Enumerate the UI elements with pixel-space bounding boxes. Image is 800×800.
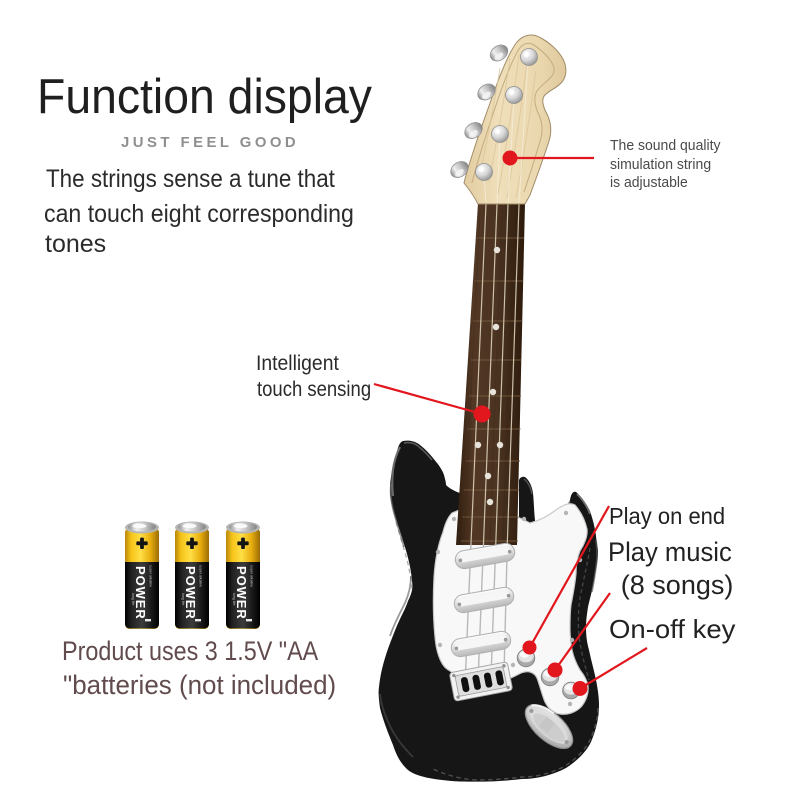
svg-text:super alkaline: super alkaline: [250, 565, 254, 587]
svg-text:long life: long life: [181, 593, 185, 605]
svg-text:long life: long life: [131, 593, 135, 605]
svg-text:super alkaline: super alkaline: [199, 565, 203, 587]
svg-text:POWER: POWER: [133, 566, 148, 620]
svg-text:super alkaline: super alkaline: [149, 565, 153, 587]
svg-text:POWER: POWER: [234, 566, 249, 620]
svg-text:POWER: POWER: [183, 566, 198, 620]
svg-text:long life: long life: [232, 593, 236, 605]
